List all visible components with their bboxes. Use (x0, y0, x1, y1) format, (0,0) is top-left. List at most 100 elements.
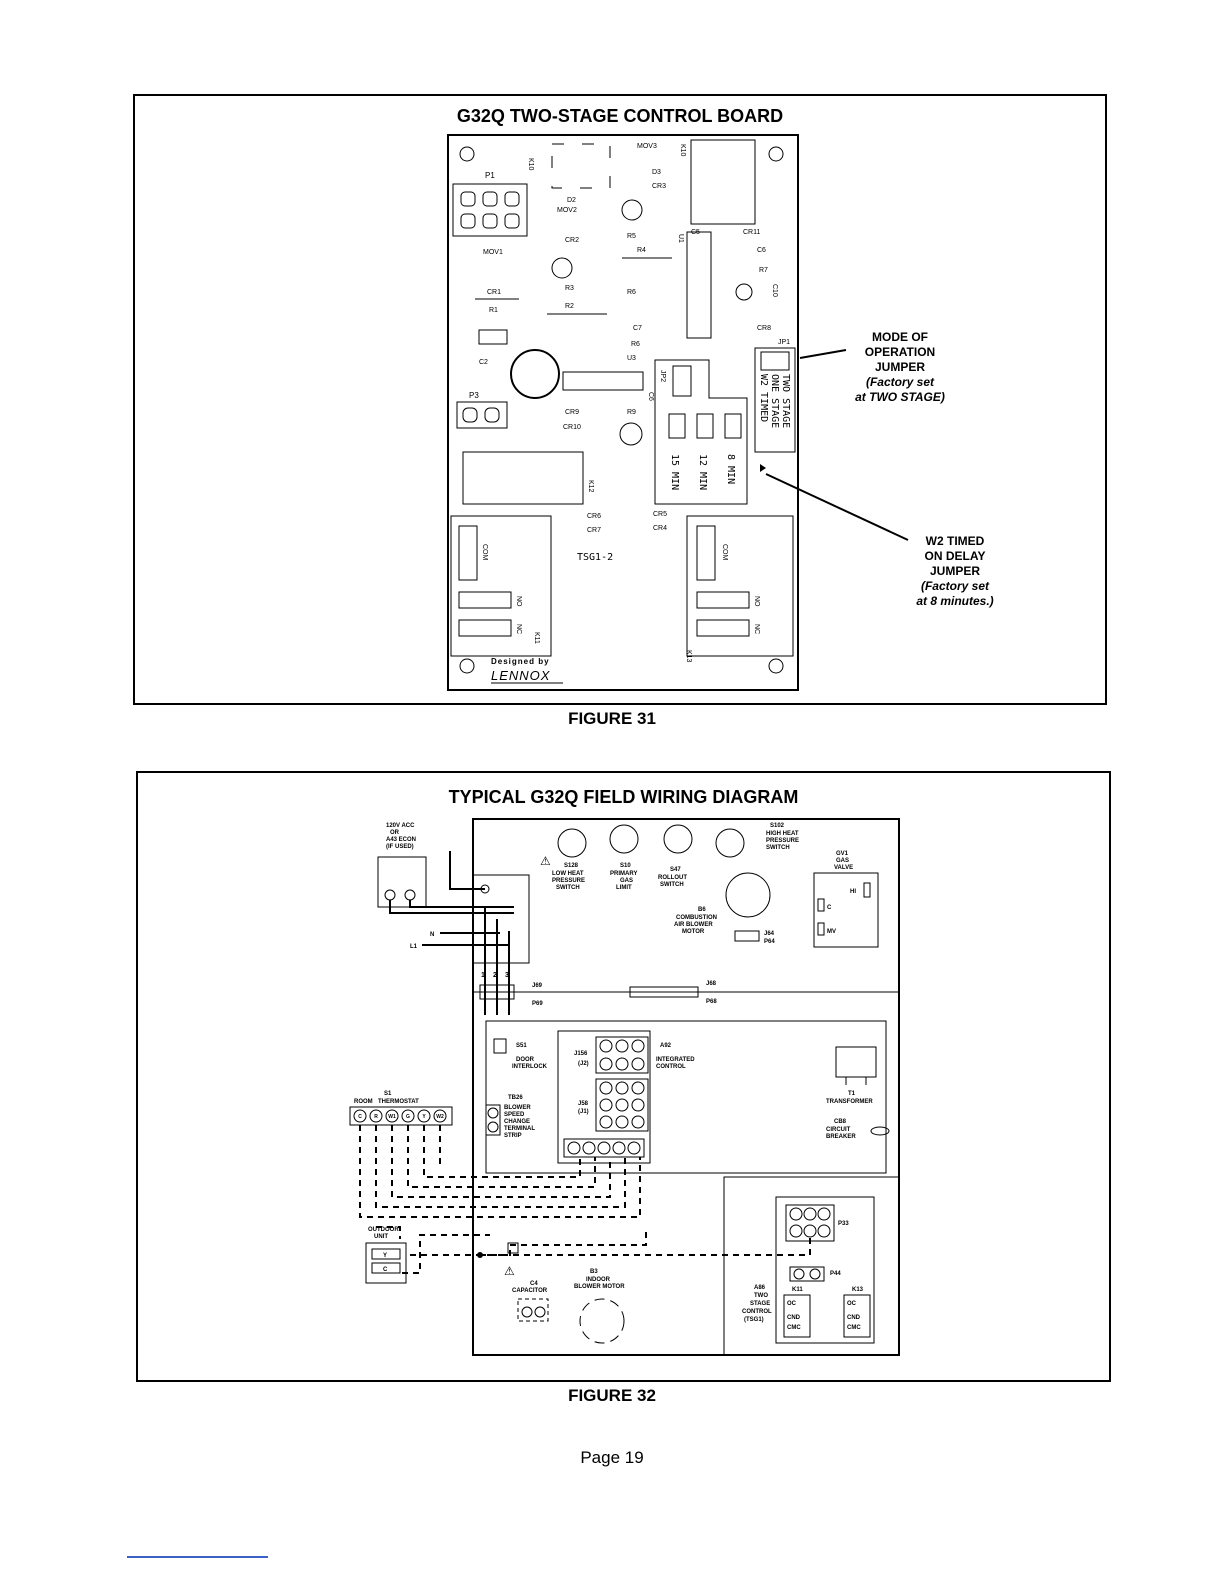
label-t1-d: TRANSFORMER (826, 1099, 873, 1105)
callout-mode-line1: MODE OF (872, 330, 928, 344)
label-k13: K13 (852, 1287, 864, 1293)
label-out-c: C (383, 1267, 388, 1273)
label-p68: P68 (706, 999, 717, 1005)
label-tb26-d1: BLOWER (504, 1105, 531, 1111)
figure-31-title: G32Q TWO-STAGE CONTROL BOARD (456, 106, 784, 126)
label-cr10: CR10 (563, 424, 581, 431)
label-j1: (J1) (578, 1109, 589, 1115)
label-12min: 12 MIN (697, 454, 708, 490)
label-tb26-d2: SPEED (504, 1112, 525, 1118)
label-p44: P44 (830, 1271, 841, 1277)
capacitor-c1 (510, 349, 560, 399)
switch-s102 (715, 828, 745, 858)
lennox-logo: LENNOX (491, 668, 551, 683)
label-r1: R1 (489, 307, 498, 314)
label-15min: 15 MIN (669, 454, 680, 490)
label-k11: K11 (533, 632, 540, 644)
acc-terminal (384, 889, 396, 901)
label-term-w1: W1 (388, 1114, 396, 1120)
label-k13-no: NO (753, 596, 760, 607)
transistor-q5 (619, 422, 643, 446)
c4-terminal (534, 1306, 546, 1318)
label-cb8-d1: CIRCUIT (826, 1127, 851, 1133)
label-k11: K11 (792, 1287, 803, 1293)
callout-mode-line5: at TWO STAGE) (855, 390, 945, 404)
label-a92-d2: CONTROL (656, 1064, 686, 1070)
gv1-mv-terminal (817, 922, 825, 936)
label-r9: R9 (627, 409, 636, 416)
room-thermostat-s1 (349, 1106, 453, 1126)
label-j2: (J2) (578, 1061, 589, 1067)
c4-terminal (521, 1306, 533, 1318)
label-k10: K10 (527, 158, 534, 171)
label-s128-d2: PRESSURE (552, 878, 585, 884)
indoor-blower-b3 (579, 1298, 625, 1344)
callout-mode-line3: JUMPER (874, 360, 925, 374)
board-outline (447, 134, 799, 691)
label-acc4: (IF USED) (386, 844, 414, 850)
k11-nc-terminal (458, 619, 512, 637)
label-c4-d: CAPACITOR (512, 1288, 548, 1294)
label-p64: P64 (764, 939, 775, 945)
label-r3: R3 (565, 285, 574, 292)
ic-u1 (686, 231, 712, 339)
unit-outline (472, 818, 900, 1356)
p1-pins (460, 191, 520, 229)
two-stage-control-a86 (775, 1196, 875, 1344)
label-hi: HI (850, 889, 856, 895)
label-8min: 8 MIN (725, 454, 736, 484)
connector-p44 (789, 1266, 825, 1282)
label-t1: T1 (848, 1091, 856, 1097)
figure-31-frame: G32Q TWO-STAGE CONTROL BOARD (133, 94, 1107, 705)
callout-mode-line4: (Factory set (865, 375, 935, 389)
label-outdoor2: UNIT (374, 1234, 388, 1240)
label-one-stage: ONE STAGE (769, 374, 780, 428)
integrated-control-a92 (557, 1030, 651, 1164)
label-r5: R5 (627, 233, 636, 240)
label-mov1: MOV1 (483, 249, 503, 256)
label-tb26-d5: STRIP (504, 1133, 522, 1139)
label-s10-d3: LIMIT (616, 885, 632, 891)
label-tb26: TB26 (508, 1095, 523, 1101)
label-s128-d3: SWITCH (556, 885, 580, 891)
component-cr12 (478, 329, 508, 345)
connector-p1 (452, 183, 528, 237)
gv1-hi-terminal (863, 882, 871, 898)
label-term-w2: W2 (436, 1114, 444, 1120)
blower-plug (507, 1242, 519, 1254)
switch-s128 (557, 828, 587, 858)
label-b3-d1: INDOOR (586, 1277, 611, 1283)
label-term-r: R (374, 1114, 378, 1120)
label-b6: B6 (698, 907, 706, 913)
label-cr8: CR8 (757, 325, 771, 332)
mount-hole (459, 658, 475, 674)
label-j68: J68 (706, 981, 717, 987)
label-cr4: CR4 (653, 525, 667, 532)
thermostat-field-wiring (359, 1125, 811, 1274)
label-k13-com: COM (721, 544, 728, 561)
jumper-12min (696, 413, 714, 439)
label-acc2: OR (390, 830, 400, 836)
callout-w2-line4: (Factory set (920, 579, 990, 593)
mode-jumper-leader (799, 349, 847, 359)
label-p1: P1 (485, 171, 495, 180)
relay-k11-contacts (783, 1294, 811, 1338)
p3-pin (484, 407, 500, 423)
label-b6-d3: MOTOR (682, 929, 705, 935)
label-room: ROOM (354, 1099, 373, 1105)
component-block (551, 143, 611, 189)
figure-31-caption: FIGURE 31 (568, 709, 656, 728)
wire-junction (477, 1252, 483, 1258)
label-a86: A86 (754, 1285, 766, 1291)
label-mov3: MOV3 (637, 143, 657, 150)
label-term-g: G (406, 1114, 410, 1120)
label-k11-nc: NC (515, 624, 522, 634)
warning-icon: ⚠ (540, 854, 551, 868)
label-tb26-d4: TERMINAL (504, 1126, 535, 1132)
terminal-strip-tb26 (485, 1104, 501, 1136)
switch-s47 (663, 824, 693, 854)
label-a86-d4: (TSG1) (744, 1317, 764, 1323)
label-j64: J64 (764, 931, 775, 937)
label-k11-com: COM (481, 544, 488, 561)
control-compartment (485, 1020, 887, 1174)
